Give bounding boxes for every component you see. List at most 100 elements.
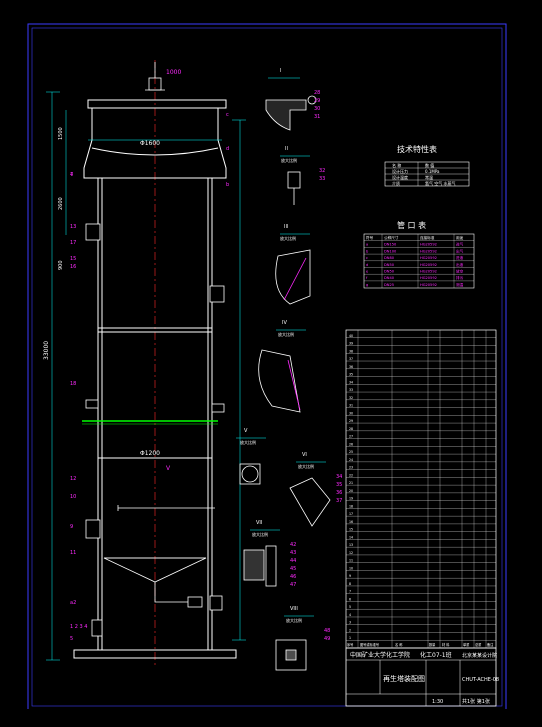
parts-row-number: 37 — [349, 357, 353, 361]
detail-number: 37 — [336, 498, 342, 504]
parts-row-number: 29 — [349, 419, 353, 423]
detail-number: 34 — [336, 474, 342, 480]
nozzle-cell: d — [366, 263, 368, 267]
detail-number: 47 — [290, 582, 296, 588]
title-project: 化工07-1班 — [420, 651, 452, 659]
parts-row-number: 7 — [349, 590, 351, 594]
parts-row-number: 19 — [349, 497, 353, 501]
detail-number: 46 — [290, 574, 296, 580]
left-dimensions — [46, 91, 67, 661]
top-dim: 1000 — [166, 69, 181, 76]
parts-row-number: 26 — [349, 442, 353, 446]
dia-top: Φ1600 — [140, 140, 160, 147]
callout-label: 15 — [70, 256, 76, 262]
parts-row-number: 32 — [349, 396, 353, 400]
detail-number: 33 — [319, 176, 325, 182]
title-drawing-no: CHUT-ACHE-08 — [462, 677, 499, 683]
tech-cell-value: 数 值 — [425, 162, 434, 168]
nozzle-cell: 出气 — [456, 248, 464, 253]
nozzle-cell: 符号 — [366, 235, 374, 240]
callout-label: 10 — [70, 494, 76, 500]
callout-label: 7 — [70, 172, 73, 178]
tech-cell-name: 介质 — [392, 180, 400, 186]
parts-row-number: 28 — [349, 427, 353, 431]
tech-cell-value: 0.1MPa — [425, 169, 440, 174]
tech-cell-value: 常温 — [425, 174, 433, 180]
callout-label: 13 — [70, 224, 76, 230]
parts-row-number: 39 — [349, 342, 353, 346]
nozzle-cell: DN50 — [384, 270, 395, 274]
tech-cell-value: 氢气 空气 水蒸气 — [425, 180, 456, 186]
tech-table-title: 技术特性表 — [397, 144, 437, 154]
vessel-top-head — [83, 99, 227, 179]
parts-row-number: 8 — [349, 582, 351, 586]
detail-number: 45 — [290, 566, 296, 572]
parts-row-number: 3 — [349, 621, 351, 625]
nozzle-table-title: 管 口 表 — [397, 220, 426, 230]
detail-title: II — [285, 146, 288, 152]
nozzle-cell: 进气 — [456, 242, 464, 247]
callout-label: 9 — [70, 524, 73, 530]
parts-list: 4039383736353433323130292827262524232221… — [345, 329, 497, 649]
tech-cell-name: 设计温度 — [392, 174, 408, 180]
parts-row-number: 23 — [349, 466, 353, 470]
outer-frame — [27, 23, 507, 711]
nozzle-cell: DN80 — [384, 256, 395, 260]
tech-cell-name: 设计压力 — [392, 168, 408, 174]
right-dimensions — [232, 119, 246, 641]
detail-title: I — [280, 68, 281, 74]
callout-label: 11 — [70, 550, 76, 556]
nozzle-cell: HG20592 — [420, 270, 437, 274]
nozzle-cell: 出液 — [456, 262, 464, 267]
detail-labels: I28293031II放大比例3233III放大比例IV放大比例V放大比例VI放… — [240, 68, 342, 642]
callout-label: 17 — [70, 240, 76, 246]
tech-cell-name: 名 称 — [392, 162, 401, 168]
horizontal-scrollbar[interactable] — [0, 709, 542, 723]
parts-row-number: 25 — [349, 450, 353, 454]
callout-label-right: d — [226, 146, 229, 152]
parts-row-number: 35 — [349, 373, 353, 377]
detail-number: 42 — [290, 542, 296, 548]
parts-row-number: 40 — [349, 334, 353, 338]
detail-scale: 放大比例 — [298, 463, 314, 469]
nozzle-cell: DN40 — [384, 276, 395, 280]
distributor — [103, 505, 215, 608]
vertical-scrollbar[interactable] — [526, 0, 542, 723]
parts-row-number: 20 — [349, 489, 353, 493]
parts-header: 序号 — [347, 642, 353, 647]
parts-row-number: 31 — [349, 404, 353, 408]
callout-label: 18 — [70, 381, 76, 387]
detail-number: 32 — [319, 168, 325, 174]
detail-number: 44 — [290, 558, 296, 564]
title-drawing-name: 再生塔装配图 — [383, 674, 425, 683]
detail-title: III — [284, 224, 288, 230]
callout-label: 1 2 3 4 — [70, 624, 88, 630]
parts-row-number: 6 — [349, 597, 351, 601]
nozzle-cell: a — [366, 243, 368, 247]
parts-row-number: 5 — [349, 605, 351, 609]
detail-scale: 放大比例 — [280, 235, 296, 241]
callout-label: 16 — [70, 264, 76, 270]
parts-row-number: 12 — [349, 551, 353, 555]
parts-row-number: 27 — [349, 435, 353, 439]
detail-scale: 放大比例 — [278, 331, 294, 337]
parts-row-number: 15 — [349, 528, 353, 532]
detail-number: 30 — [314, 106, 320, 112]
vessel-shell — [73, 178, 237, 659]
nozzle-cell: DN50 — [384, 263, 395, 267]
parts-row-number: 9 — [349, 574, 351, 578]
title-sheet: 共1张 第1张 — [462, 698, 490, 705]
detail-number: 48 — [324, 628, 330, 634]
inner-frame — [31, 27, 503, 707]
parts-header: 单重 — [463, 642, 470, 647]
nozzle-cell: HG20592 — [420, 256, 437, 260]
detail-scale: 放大比例 — [252, 531, 268, 537]
left-dim-b: 2600 — [58, 197, 64, 210]
nozzle-cell: HG20592 — [420, 249, 437, 253]
detail-number: 35 — [336, 482, 342, 488]
top-nozzle — [145, 62, 165, 91]
parts-row-number: 17 — [349, 512, 353, 516]
detail-number: 49 — [324, 636, 330, 642]
